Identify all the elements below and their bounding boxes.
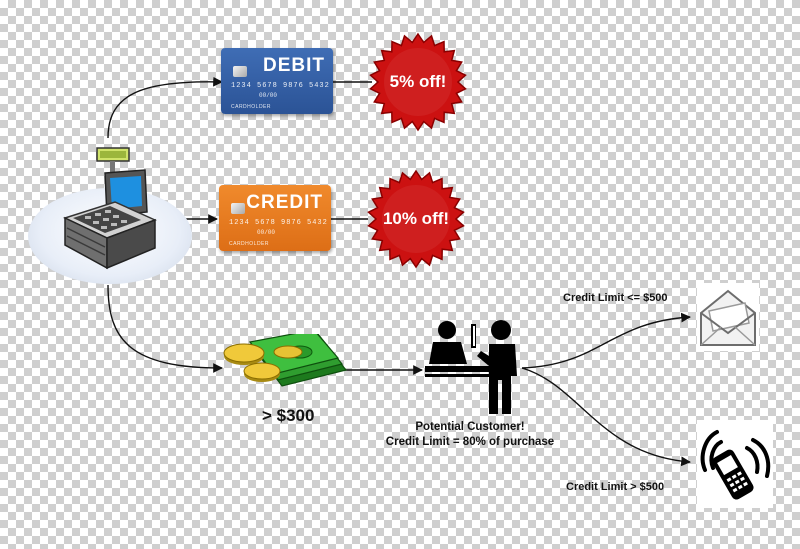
debit-card-holder: CARDHOLDER bbox=[231, 104, 272, 110]
envelope-icon-box bbox=[697, 283, 759, 351]
cash-threshold-label: > $300 bbox=[262, 406, 315, 425]
arrow-to-phone bbox=[521, 367, 691, 467]
debit-card: DEBIT 1234 5678 9876 5432 00/00 CARDHOLD… bbox=[221, 48, 333, 114]
credit-card-holder: CARDHOLDER bbox=[229, 241, 270, 247]
arrow-to-cash bbox=[107, 284, 223, 373]
customer-caption: Potential Customer! Credit Limit = 80% o… bbox=[370, 420, 570, 450]
credit-card-title: CREDIT bbox=[246, 192, 323, 213]
starburst-icon bbox=[369, 32, 467, 132]
debit-card-expiry: 00/00 bbox=[259, 92, 278, 99]
customer-caption-line1: Potential Customer! bbox=[415, 421, 525, 433]
credit-card: CREDIT 1234 5678 9876 5432 00/00 CARDHOL… bbox=[219, 185, 331, 251]
credit-discount-text: 10% off! bbox=[382, 209, 450, 228]
card-chip-icon bbox=[233, 66, 247, 77]
debit-discount-text: 5% off! bbox=[389, 72, 447, 91]
credit-card-expiry: 00/00 bbox=[257, 229, 276, 236]
arrow-to-envelope bbox=[521, 312, 691, 369]
envelope-icon bbox=[700, 289, 756, 346]
starburst-shine bbox=[382, 185, 450, 253]
customer-counter-icon bbox=[425, 320, 517, 414]
phone-icon bbox=[700, 430, 771, 500]
arrow-to-debit bbox=[107, 76, 223, 139]
debit-card-number: 1234 5678 9876 5432 bbox=[231, 82, 330, 90]
starburst-shape bbox=[369, 32, 467, 132]
cash-register-icon bbox=[62, 147, 157, 270]
credit-discount-badge: 10% off! bbox=[366, 169, 466, 269]
debit-card-title: DEBIT bbox=[263, 55, 325, 76]
credit-card-number: 1234 5678 9876 5432 bbox=[229, 219, 328, 227]
debit-discount-badge: 5% off! bbox=[368, 32, 468, 132]
phone-icon-box bbox=[697, 420, 773, 508]
starburst-shine bbox=[384, 48, 452, 116]
card-chip-icon bbox=[231, 203, 245, 214]
customer-caption-line2: Credit Limit = 80% of purchase bbox=[385, 436, 555, 448]
starburst-icon bbox=[367, 169, 465, 269]
high-limit-label: Credit Limit > $500 bbox=[566, 481, 665, 493]
low-limit-label: Credit Limit <= $500 bbox=[563, 292, 668, 304]
money-icon bbox=[223, 334, 348, 387]
starburst-shape bbox=[367, 169, 465, 269]
